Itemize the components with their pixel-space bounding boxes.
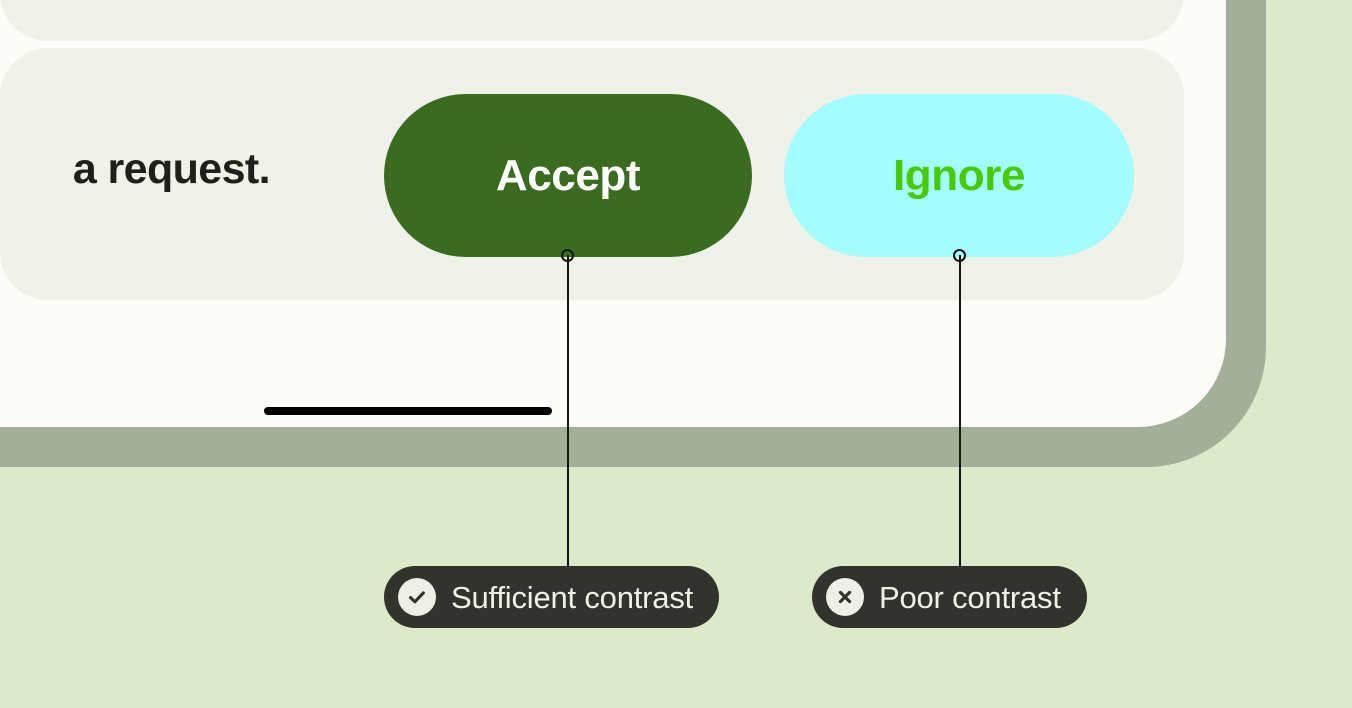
callout-label-poor-contrast: Poor contrast xyxy=(879,579,1061,615)
callout-leader-line-ignore xyxy=(959,255,961,568)
check-icon xyxy=(398,578,436,616)
device-frame: a request. Accept Ignore xyxy=(0,0,1266,467)
home-indicator[interactable] xyxy=(264,407,552,415)
accept-button[interactable]: Accept xyxy=(384,94,752,257)
device-screen: a request. Accept Ignore xyxy=(0,0,1226,427)
ignore-button[interactable]: Ignore xyxy=(784,94,1134,257)
callout-label-sufficient-contrast: Sufficient contrast xyxy=(451,579,694,615)
screen-content: a request. Accept Ignore xyxy=(0,0,1184,427)
callout-leader-line-accept xyxy=(567,255,569,568)
message-card-previous xyxy=(0,0,1184,41)
callout-sufficient-contrast: Sufficient contrast xyxy=(384,566,720,628)
callout-poor-contrast: Poor contrast xyxy=(812,566,1087,628)
x-icon xyxy=(826,578,864,616)
request-message-text: a request. xyxy=(72,145,271,193)
